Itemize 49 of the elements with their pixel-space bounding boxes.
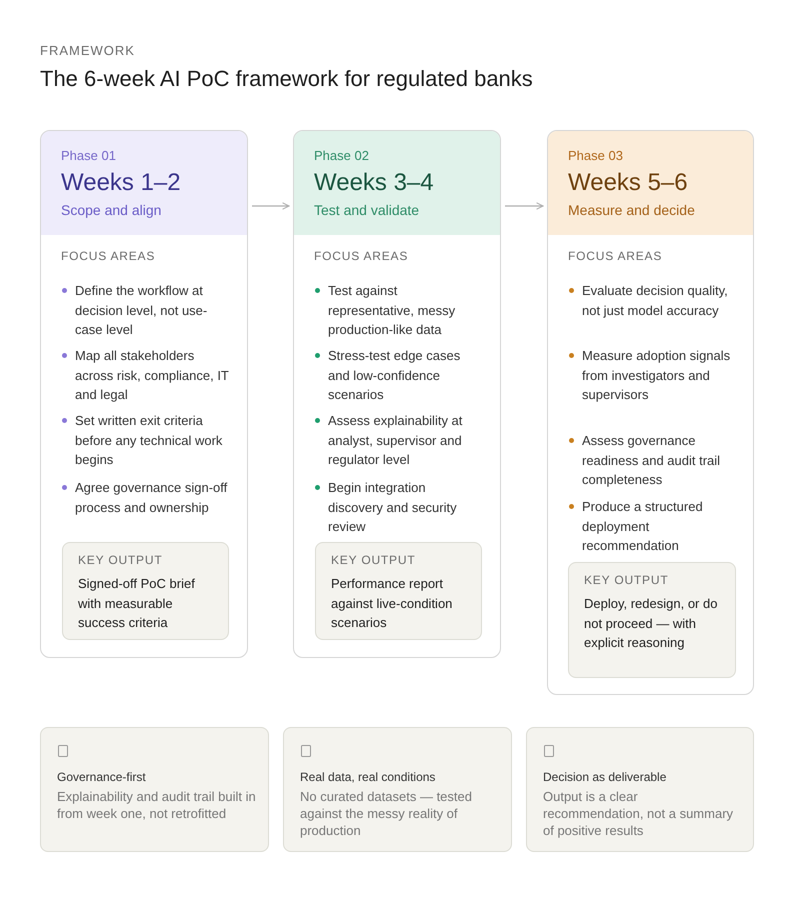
focus-item: Begin integration discovery and security review	[328, 479, 458, 536]
focus-item: Map all stakeholders across risk, compliance, IT and legal	[75, 347, 230, 404]
phase-card	[40, 130, 248, 658]
phase-label: Phase 02	[314, 148, 369, 163]
focus-item: Set written exit criteria before any technical work begins	[75, 412, 224, 469]
focus-item: Evaluate decision quality, not just model accuracy	[582, 282, 729, 320]
phase-label: Phase 01	[61, 148, 116, 163]
section-label: FOCUS AREAS	[314, 249, 408, 263]
section-label: FOCUS AREAS	[61, 249, 156, 263]
principle-card	[526, 727, 754, 852]
focus-item: Assess governance readiness and audit trail completeness	[582, 432, 722, 489]
key-output-text: Performance report against live-condition scenarios	[331, 575, 454, 632]
key-output-box	[62, 542, 229, 640]
card-heading: Decision as deliverable	[543, 770, 666, 784]
phase-subtitle: Test and validate	[314, 202, 420, 218]
eyebrow-label: FRAMEWORK	[40, 43, 135, 58]
card-heading: Governance-first	[57, 770, 146, 784]
key-output-text: Deploy, redesign, or do not proceed — with explicit reasoning	[584, 595, 718, 652]
card-description: Output is a clear recommendation, not a summary of positive results	[543, 788, 734, 839]
weeks-heading: Weeks 5–6	[568, 169, 688, 197]
key-output-text: Signed-off PoC brief with measurable success criteria	[78, 575, 196, 632]
key-output-box	[568, 562, 736, 678]
section-label: KEY OUTPUT	[78, 553, 162, 567]
phase-subtitle: Scope and align	[61, 202, 162, 218]
principle-card	[283, 727, 512, 852]
focus-item: Agree governance sign-off process and ownership	[75, 479, 228, 517]
phase-card	[293, 130, 501, 658]
weeks-heading: Weeks 3–4	[314, 169, 434, 197]
focus-item: Assess explainability at analyst, supervisor and regulator level	[328, 412, 464, 469]
focus-item: Produce a structured deployment recommendation	[582, 498, 704, 555]
phase-subtitle: Measure and decide	[568, 202, 695, 218]
section-label: KEY OUTPUT	[331, 553, 416, 567]
focus-item: Measure adoption signals from investigators and supervisors	[582, 347, 732, 404]
card-description: No curated datasets — tested against the messy reality of production	[300, 788, 473, 839]
key-output-box	[315, 542, 482, 640]
focus-item: Define the workflow at decision level, not use-case level	[75, 282, 208, 339]
section-label: KEY OUTPUT	[584, 573, 668, 587]
weeks-heading: Weeks 1–2	[61, 169, 181, 197]
principle-card	[40, 727, 269, 852]
card-heading: Real data, real conditions	[300, 770, 436, 784]
focus-item: Stress-test edge cases and low-confidence scenarios	[328, 347, 462, 404]
arrow	[252, 202, 290, 210]
arrow	[505, 202, 544, 210]
card-description: Explainability and audit trail built in from week one, not retrofitted	[57, 788, 256, 822]
focus-item: Test against representative, messy production-like data	[328, 282, 456, 339]
phase-card	[547, 130, 754, 695]
page-title: The 6-week AI PoC framework for regulated banks	[40, 66, 533, 92]
section-label: FOCUS AREAS	[568, 249, 662, 263]
phase-label: Phase 03	[568, 148, 623, 163]
